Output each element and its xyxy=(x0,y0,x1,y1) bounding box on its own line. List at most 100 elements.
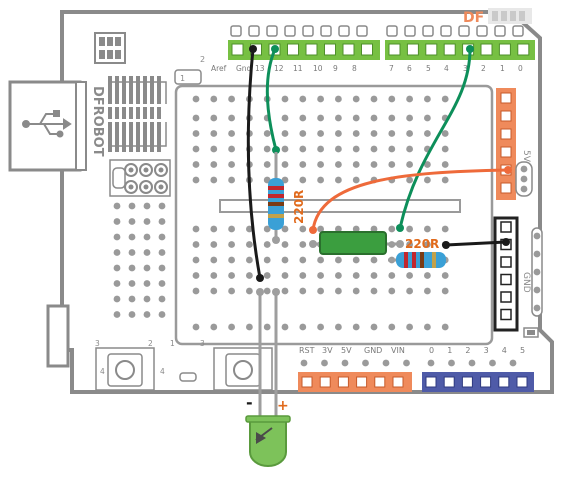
power-pin-label: GND xyxy=(364,346,382,355)
far-right-hole xyxy=(533,286,541,294)
rail-hole xyxy=(370,323,378,331)
breadboard-hole xyxy=(192,114,200,122)
breadboard-hole xyxy=(192,241,200,248)
board-hole xyxy=(113,249,121,256)
rail-hole xyxy=(281,323,289,331)
breadboard-hole xyxy=(281,272,289,279)
power-pin-label: 5V xyxy=(341,346,352,355)
breadboard-hole xyxy=(335,256,342,264)
breadboard-hole xyxy=(317,176,324,184)
ic-chip xyxy=(104,76,172,152)
bottom-hole xyxy=(321,359,328,367)
breadboard-hole xyxy=(441,145,449,153)
rail-hole xyxy=(192,95,200,103)
header-socket xyxy=(386,25,398,37)
header-socket xyxy=(404,25,416,37)
header-socket xyxy=(266,25,278,37)
wire-green-pin3 xyxy=(396,45,474,232)
pin-label: 6 xyxy=(407,64,412,73)
breadboard-hole xyxy=(281,241,289,248)
pin-label: 12 xyxy=(274,64,284,73)
small-led xyxy=(179,372,197,382)
rail-hole xyxy=(335,323,342,331)
icsp-pin xyxy=(99,50,105,59)
breadboard-hole xyxy=(281,256,289,264)
breadboard-hole xyxy=(228,145,236,153)
power-pin xyxy=(374,376,386,388)
breadboard-hole xyxy=(317,225,324,233)
board-hole xyxy=(128,280,136,287)
breadboard-hole xyxy=(370,130,378,137)
breadboard-hole xyxy=(406,287,413,295)
bottom-hole xyxy=(382,359,390,367)
breadboard-hole xyxy=(281,287,289,295)
digital-header-left xyxy=(228,40,380,60)
small-hole xyxy=(520,175,528,183)
breadboard-hole xyxy=(441,225,449,233)
pin-label: 13 xyxy=(255,64,265,73)
led xyxy=(245,415,291,467)
ic-pin xyxy=(129,107,133,119)
breadboard-hole xyxy=(210,161,218,168)
analog-pin xyxy=(516,376,528,388)
breadboard-hole xyxy=(192,256,200,264)
breadboard-hole xyxy=(192,161,200,168)
rail-hole xyxy=(388,95,396,103)
analog-pin-label: 1 xyxy=(447,346,452,355)
small-led-pad xyxy=(523,327,539,338)
pin-label: 7 xyxy=(389,64,394,73)
rail-hole xyxy=(299,323,307,331)
breadboard-hole xyxy=(263,241,271,248)
brand-label: DFROBOT xyxy=(90,86,105,157)
cap-center xyxy=(128,167,134,173)
pin-label: 1 xyxy=(500,64,505,73)
breadboard-hole xyxy=(406,225,413,233)
pin-label: 2 xyxy=(481,64,486,73)
bottom-hole xyxy=(468,359,476,367)
breadboard-hole xyxy=(388,130,396,137)
icsp-pin xyxy=(115,50,121,59)
breadboard-hole xyxy=(406,114,413,122)
mini-label-2: 2 xyxy=(200,55,205,64)
breadboard-hole xyxy=(370,256,378,264)
breadboard-hole xyxy=(406,130,413,137)
breadboard-hole xyxy=(263,225,271,233)
analog-pin-label: 3 xyxy=(484,346,489,355)
breadboard-hole xyxy=(263,161,271,168)
cap-center xyxy=(143,167,149,173)
breadboard-hole xyxy=(228,114,236,122)
digital-pin xyxy=(342,43,355,56)
power-pin-label: RST xyxy=(299,346,315,355)
breadboard-hole xyxy=(317,130,324,137)
breadboard-hole xyxy=(352,256,360,264)
breadboard-hole xyxy=(406,176,413,184)
board-hole xyxy=(143,202,151,210)
breadboard-hole xyxy=(317,256,324,264)
breadboard-hole xyxy=(228,130,236,137)
board-hole xyxy=(113,311,121,318)
breadboard-hole xyxy=(424,176,431,184)
icsp-pin xyxy=(107,37,113,46)
breadboard-hole xyxy=(246,256,253,264)
breadboard-hole xyxy=(210,176,218,184)
breadboard-hole xyxy=(281,176,289,184)
breadboard-hole xyxy=(281,130,289,137)
digital-pin xyxy=(425,43,438,56)
breadboard-hole xyxy=(210,225,218,233)
breadboard-hole xyxy=(352,272,360,279)
rail-hole xyxy=(441,95,449,103)
gnd-pin xyxy=(500,273,512,286)
power-pin xyxy=(301,376,313,388)
breadboard-hole xyxy=(424,114,431,122)
board-hole xyxy=(113,202,121,210)
ic-pin xyxy=(157,107,161,119)
rail-hole xyxy=(192,323,200,331)
far-right-hole xyxy=(533,250,541,258)
resistor-1-label: 220R xyxy=(292,190,306,224)
power-jack xyxy=(46,304,70,368)
resistor-2 xyxy=(388,241,450,268)
pin-label: 0 xyxy=(518,64,523,73)
cap-center xyxy=(143,184,149,190)
breadboard-hole xyxy=(299,114,307,122)
board-hole xyxy=(128,202,136,210)
